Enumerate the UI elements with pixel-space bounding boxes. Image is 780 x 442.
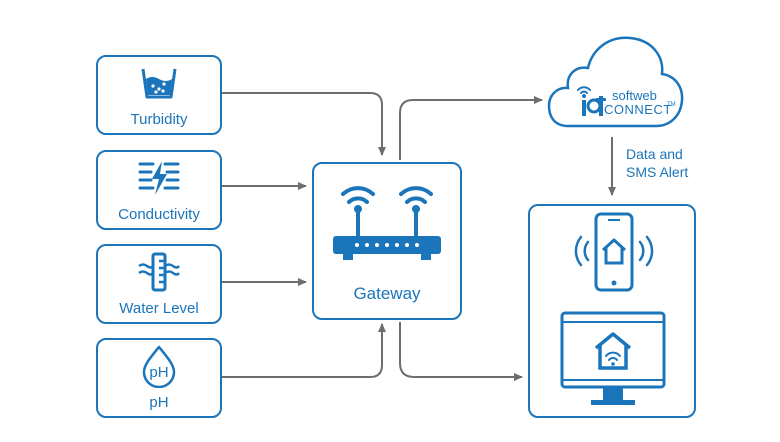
cloud-brand-bottom: CONNECT — [604, 102, 672, 117]
sensor-label-turbidity: Turbidity — [130, 111, 188, 128]
sensor-box-conductivity: Conductivity — [96, 150, 222, 230]
alert-text-line1: Data and — [626, 146, 683, 162]
arrow-ph-gateway — [222, 323, 386, 378]
sensor-label-conductivity: Conductivity — [118, 206, 200, 223]
cloud-brand-top: softweb — [612, 88, 657, 103]
alert-text: Data and SMS Alert — [626, 145, 688, 181]
router-icon — [333, 186, 441, 260]
alert-text-line2: SMS Alert — [626, 164, 689, 180]
sensor-label-water-level: Water Level — [119, 300, 199, 317]
conductivity-icon — [138, 161, 180, 195]
ph-icon: pH — [142, 345, 176, 388]
water-level-icon — [138, 252, 181, 292]
arrow-turbidity-gateway — [222, 92, 386, 156]
arrow-gateway-cloud — [399, 96, 543, 160]
monitor-home-icon — [560, 311, 666, 405]
devices-box — [528, 204, 696, 418]
gateway-box: Gateway — [312, 162, 462, 320]
smartphone-home-icon — [574, 212, 654, 292]
cloud-icon — [547, 36, 684, 128]
sensor-box-turbidity: Turbidity — [96, 55, 222, 135]
turbidity-icon — [141, 68, 177, 99]
iot-logo-icon — [577, 86, 606, 116]
cloud-node: softweb CONNECT TM — [546, 30, 686, 134]
gateway-label: Gateway — [353, 284, 421, 303]
sensor-box-water-level: Water Level — [96, 244, 222, 324]
sensor-box-ph: pH pH — [96, 338, 222, 418]
sensor-label-ph: pH — [149, 394, 169, 411]
ph-icon-text: pH — [149, 364, 168, 381]
arrow-gateway-devices — [399, 322, 523, 381]
cloud-trademark: TM — [667, 102, 676, 108]
